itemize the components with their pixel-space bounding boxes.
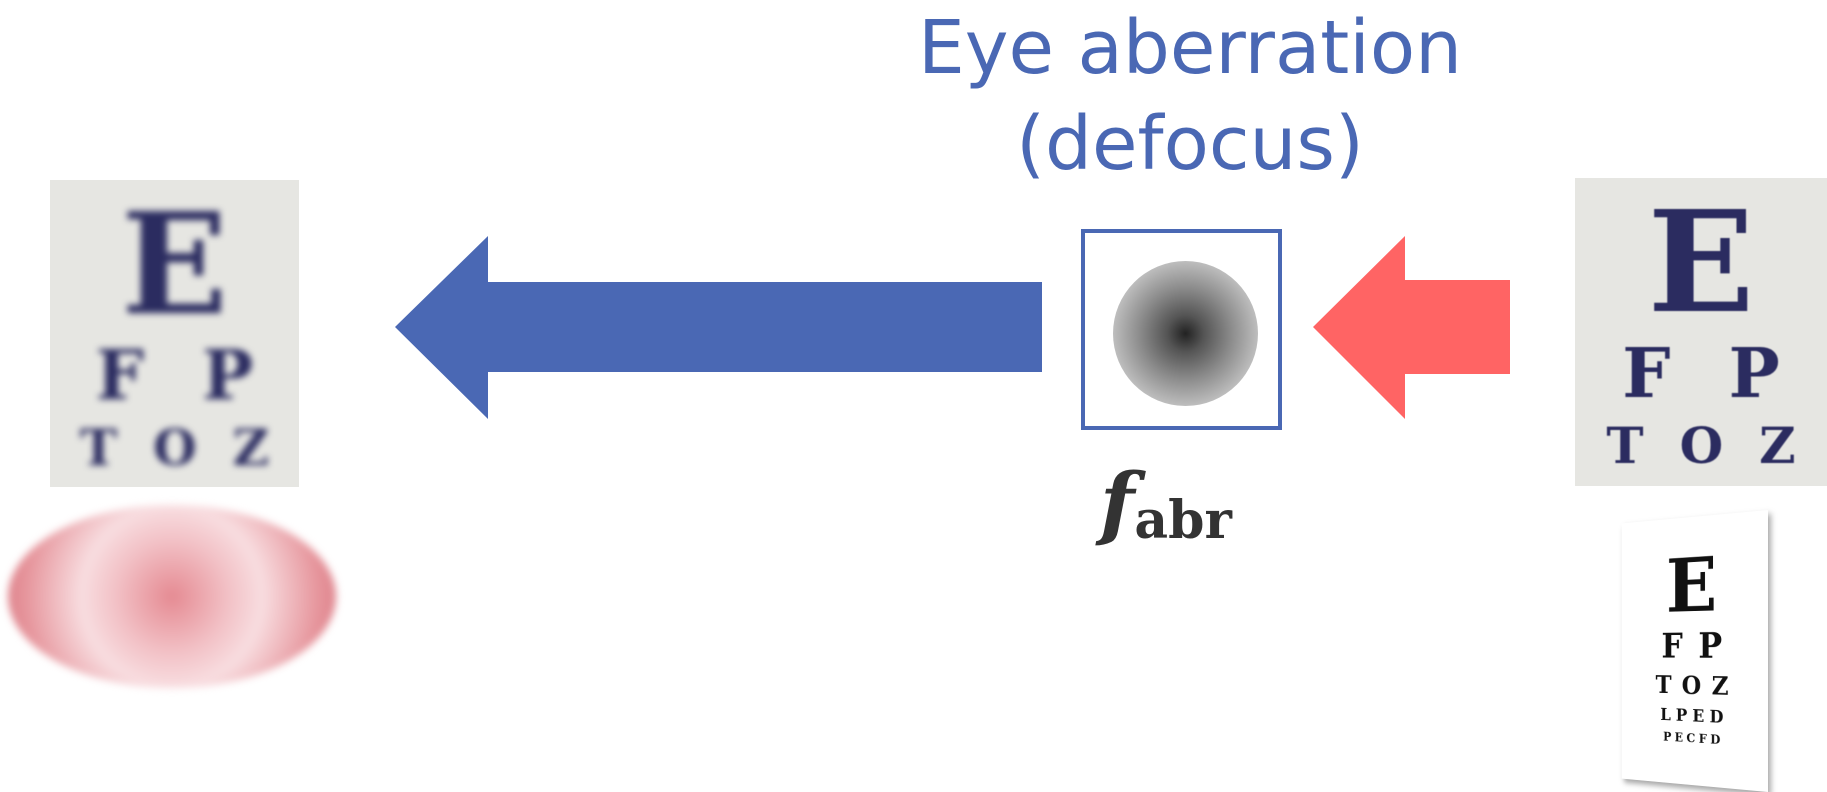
poster-letter: C: [1686, 731, 1696, 747]
blue-arrow-shape: [395, 236, 1042, 419]
chart-letter: F: [95, 336, 203, 416]
eye-chart-poster-icon: E F P T O Z L P E D P E C F D: [1621, 510, 1768, 792]
sharp-eye-chart: E F P T O Z: [1575, 178, 1827, 486]
diagram-title: Eye aberration (defocus): [870, 0, 1510, 192]
poster-letter: T: [1655, 671, 1672, 700]
blurred-eye-icon: [8, 505, 336, 688]
kernel-subscript: abr: [1134, 490, 1232, 551]
poster-letter: P: [1698, 625, 1723, 667]
poster-letter: F: [1698, 732, 1707, 748]
kernel-symbol: f: [1100, 455, 1135, 549]
title-line-1: Eye aberration: [917, 5, 1463, 91]
poster-letter: Z: [1711, 672, 1729, 702]
poster-letter: L: [1660, 704, 1671, 726]
chart-letter: P: [202, 336, 299, 416]
chart-letter: T: [1606, 416, 1680, 475]
poster-letter: D: [1710, 732, 1721, 748]
poster-letter: F: [1661, 626, 1683, 667]
poster-letter: O: [1681, 671, 1702, 701]
red-arrow-shape: [1313, 236, 1510, 419]
kernel-label: fabr: [1100, 455, 1280, 551]
poster-sheet: E F P T O Z L P E D P E C F D: [1621, 510, 1768, 792]
chart-letter: Z: [1759, 416, 1827, 475]
chart-letter: P: [1728, 334, 1827, 414]
psf-kernel-box: [1081, 229, 1282, 430]
blurred-eye-chart: E F P T O Z: [50, 180, 299, 487]
chart-letter: E: [121, 183, 228, 347]
psf-blur-disc: [1113, 261, 1258, 406]
chart-letter: F: [1622, 334, 1729, 414]
poster-letter: E: [1674, 730, 1684, 746]
chart-letter: Z: [232, 418, 299, 477]
poster-letter: E: [1692, 706, 1705, 727]
chart-letter: T: [79, 418, 154, 477]
poster-letter: D: [1709, 706, 1724, 728]
poster-letter: P: [1663, 730, 1672, 745]
chart-letter: O: [1679, 416, 1760, 475]
chart-letter: O: [153, 418, 233, 477]
poster-letter: E: [1666, 540, 1718, 630]
chart-letter: E: [1647, 181, 1755, 345]
title-line-2: (defocus): [1016, 101, 1364, 187]
poster-letter: P: [1675, 705, 1688, 726]
